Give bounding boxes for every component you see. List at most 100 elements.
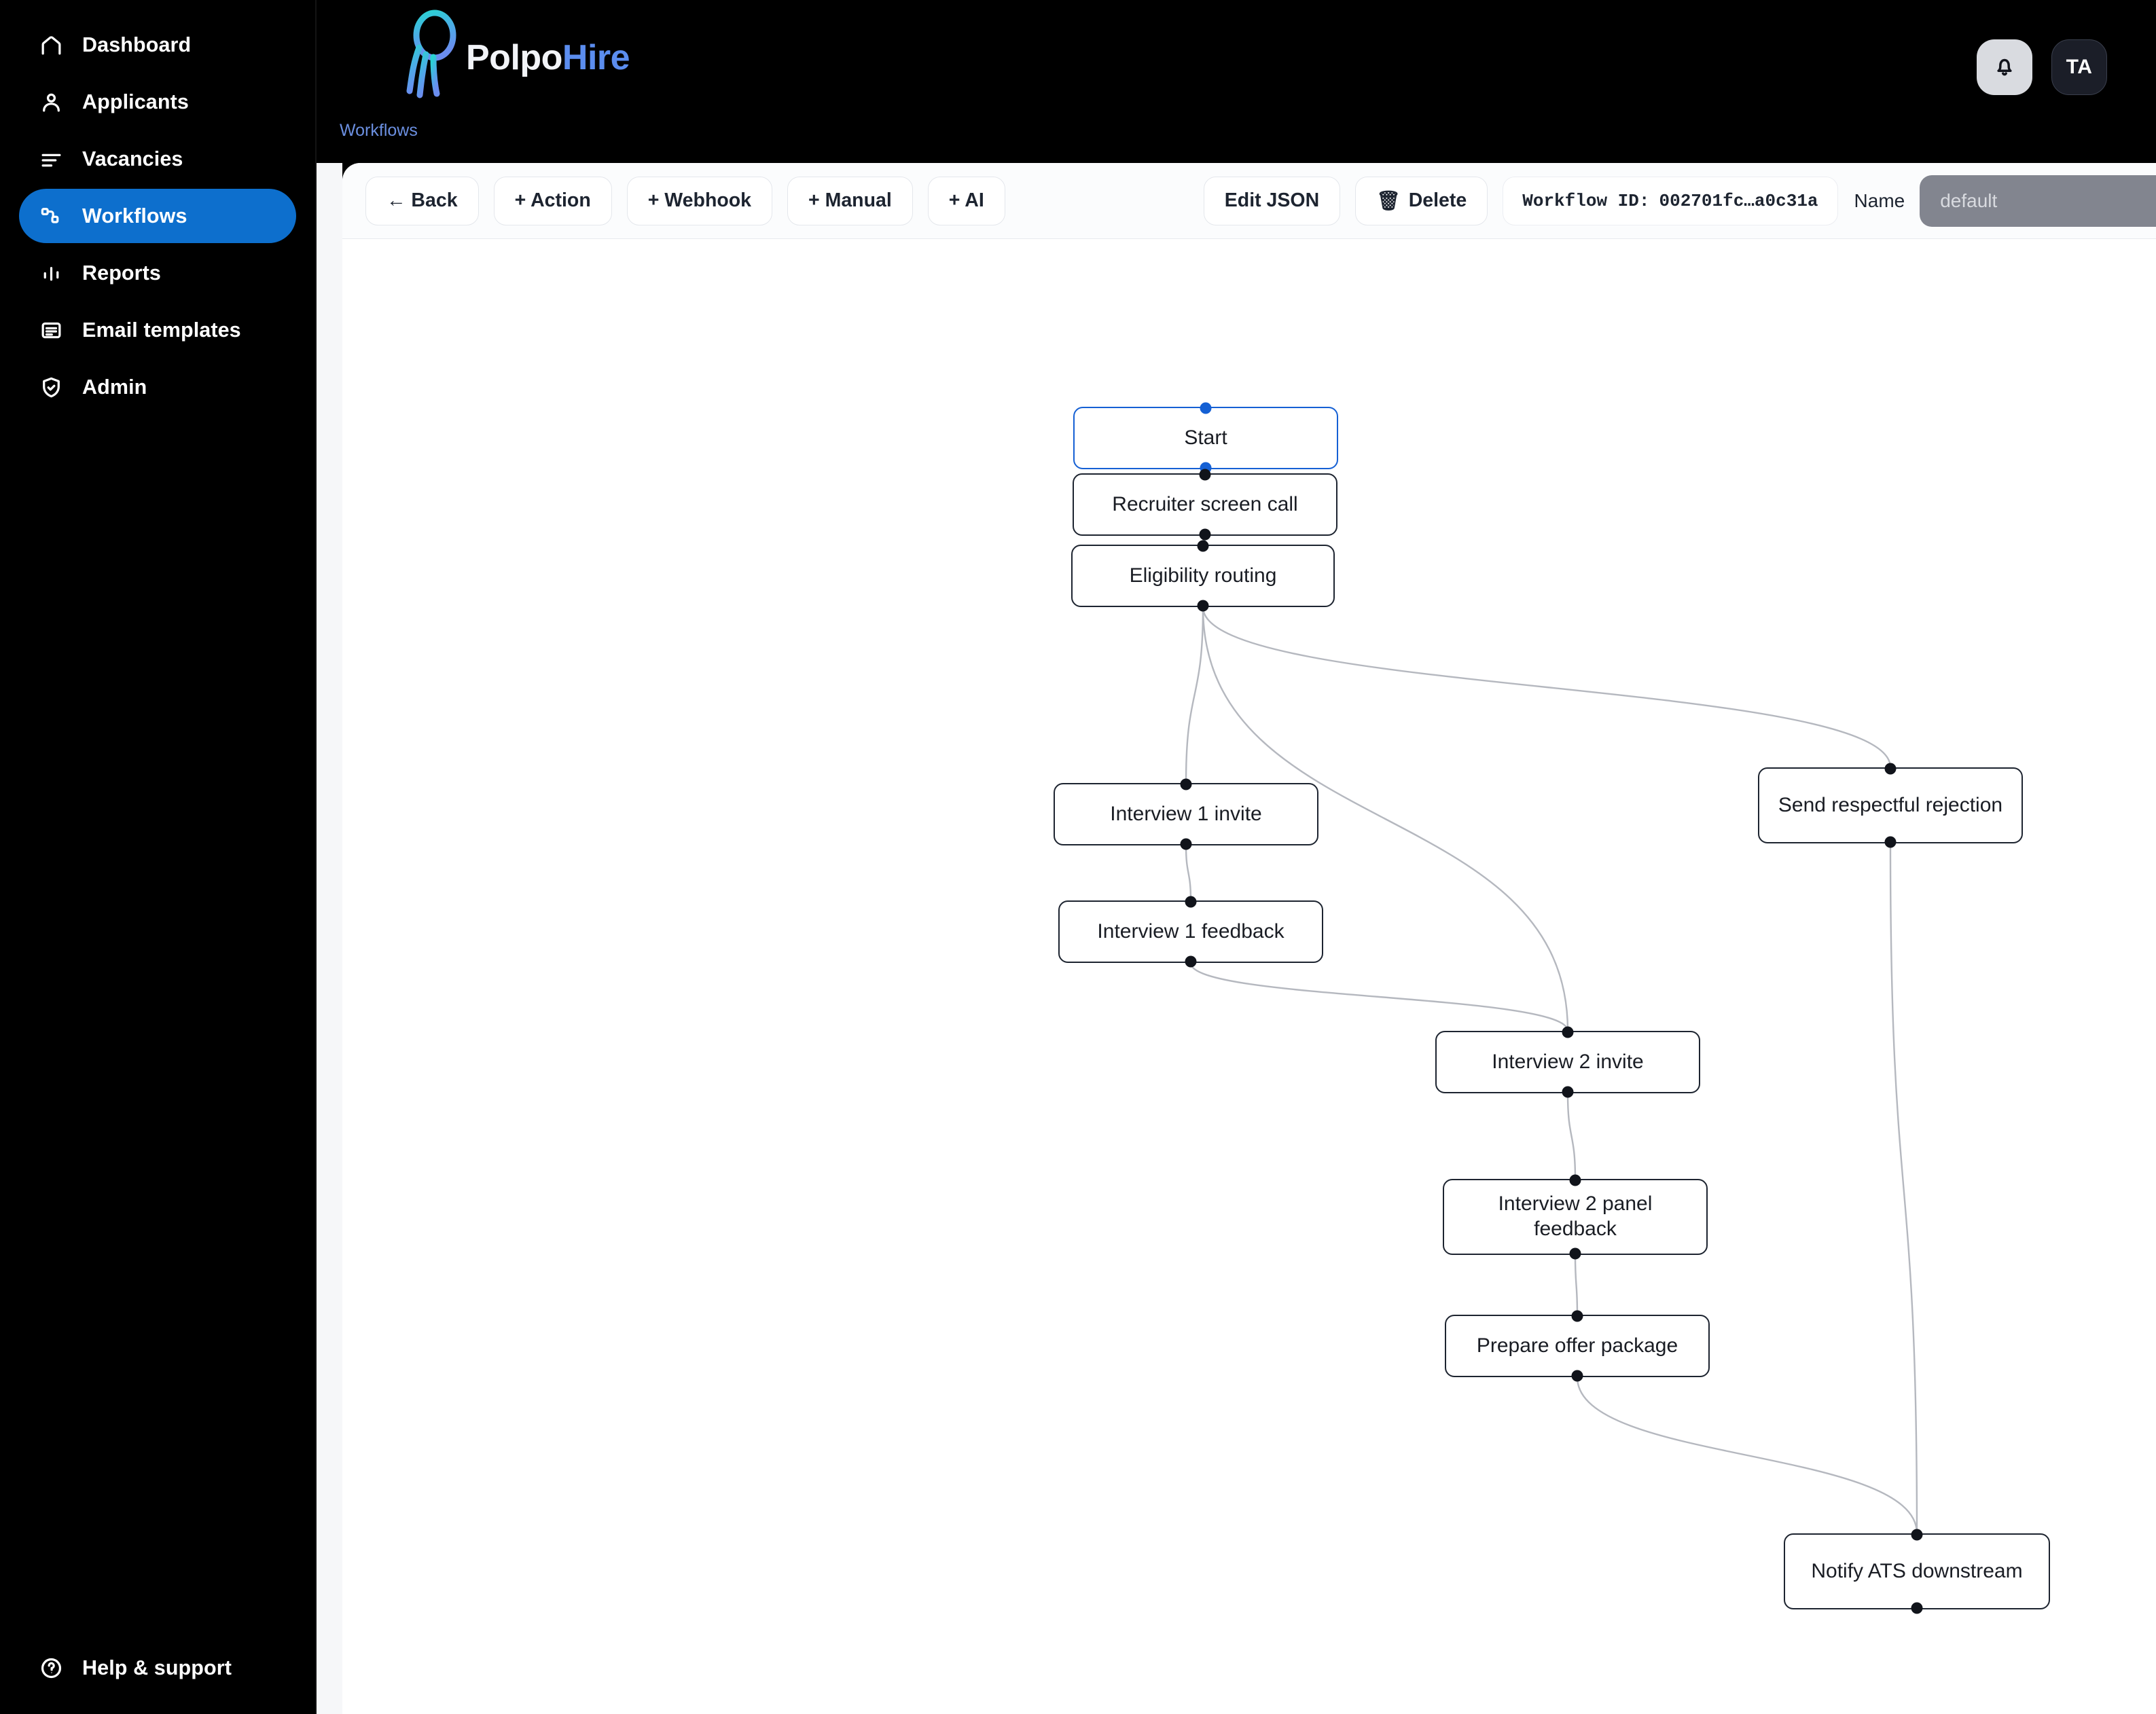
workflow-node-screen[interactable]: Recruiter screen call	[1073, 469, 1337, 541]
node-port-top[interactable]	[1185, 896, 1197, 908]
sidebar-item-email-templates[interactable]: Email templates	[19, 303, 296, 357]
node-port-top[interactable]	[1884, 763, 1897, 775]
workflow-edge-offer-to-ats	[1576, 1376, 1918, 1534]
node-port-bot[interactable]	[1562, 1086, 1574, 1098]
workflow-icon	[38, 203, 64, 229]
sidebar-item-dashboard[interactable]: Dashboard	[19, 18, 296, 72]
workflow-node-label: Recruiter screen call	[1112, 492, 1298, 515]
sidebar-item-label: Admin	[82, 375, 147, 399]
workflow-node-label: Prepare offer package	[1476, 1334, 1678, 1357]
node-port-top[interactable]	[1569, 1174, 1581, 1186]
sidebar-item-label: Dashboard	[82, 33, 192, 56]
add-webhook-button[interactable]: + Webhook	[626, 176, 773, 225]
sidebar-item-label: Email templates	[82, 318, 241, 342]
notifications-button[interactable]	[1977, 39, 2032, 95]
workflow-node-fb2[interactable]: Interview 2 panel feedback	[1443, 1174, 1708, 1260]
trash-icon: 🗑	[1376, 190, 1401, 211]
workflow-node-fb1[interactable]: Interview 1 feedback	[1058, 896, 1323, 968]
bell-icon	[1992, 53, 2017, 82]
workflow-edge-fb2-to-offer	[1574, 1254, 1579, 1315]
node-port-top[interactable]	[1571, 1310, 1583, 1322]
workflow-edge-routing-to-inv1	[1185, 606, 1204, 784]
workflow-edge-routing-to-inv2	[1202, 606, 1569, 1032]
shield-check-icon	[38, 374, 64, 400]
node-port-top[interactable]	[1197, 540, 1209, 552]
workflow-id-chip: Workflow ID: 002701fc…a0c31a	[1503, 176, 1838, 225]
add-ai-button[interactable]: + AI	[927, 176, 1005, 225]
workflow-name-input[interactable]	[1920, 175, 2156, 227]
workflow-node-inv2[interactable]: Interview 2 invite	[1435, 1026, 1700, 1098]
sidebar-item-help-support[interactable]: Help & support	[19, 1642, 251, 1694]
workflow-id-key: Workflow ID:	[1522, 190, 1650, 211]
brand-name: PolpoHire	[466, 40, 630, 75]
sidebar-item-reports[interactable]: Reports	[19, 246, 296, 300]
main-region: PolpoHire Workflows TA ← Back + Action +…	[317, 0, 2156, 1714]
header-actions: TA	[1977, 39, 2107, 95]
sidebar-item-applicants[interactable]: Applicants	[19, 75, 296, 129]
node-port-bot[interactable]	[1199, 528, 1211, 541]
section-breadcrumb: Workflows	[340, 121, 418, 140]
workflow-node-start[interactable]: Start	[1073, 402, 1338, 474]
sidebar-item-vacancies[interactable]: Vacancies	[19, 132, 296, 186]
sidebar: Dashboard Applicants Vacancies Workflows	[0, 0, 317, 1714]
workflow-node-inv1[interactable]: Interview 1 invite	[1054, 778, 1318, 850]
workflow-node-label: Notify ATS downstream	[1811, 1559, 2023, 1582]
workflow-edge-inv2-to-fb2	[1566, 1093, 1577, 1180]
workflow-node-label: Interview 1 invite	[1110, 802, 1262, 825]
node-port-bot[interactable]	[1911, 1602, 1923, 1614]
brand-name-part1: Polpo	[466, 38, 562, 77]
sidebar-item-label: Reports	[82, 261, 161, 285]
edit-json-button[interactable]: Edit JSON	[1203, 176, 1341, 225]
polpohire-octopus-icon	[398, 7, 463, 109]
add-action-button[interactable]: + Action	[493, 176, 612, 225]
workflow-edge-fb1-to-inv2	[1189, 962, 1569, 1032]
brand-name-part2: Hire	[562, 38, 630, 77]
workflow-toolbar: ← Back + Action + Webhook + Manual + AI …	[342, 163, 2156, 239]
node-port-bot[interactable]	[1180, 838, 1192, 850]
workflow-edges	[1185, 464, 1918, 1534]
node-port-bot[interactable]	[1185, 955, 1197, 968]
user-icon	[38, 89, 64, 115]
workflow-node-label: Eligibility routing	[1129, 564, 1277, 587]
node-port-bot[interactable]	[1884, 836, 1897, 848]
node-port-top[interactable]	[1200, 402, 1212, 414]
workflow-edge-reject-to-ats	[1889, 843, 1918, 1534]
sidebar-item-admin[interactable]: Admin	[19, 360, 296, 414]
workflow-node-reject[interactable]: Send respectful rejection	[1758, 763, 2023, 848]
workflow-node-ats[interactable]: Notify ATS downstream	[1784, 1529, 2050, 1614]
workflow-node-routing[interactable]: Eligibility routing	[1071, 540, 1335, 612]
node-port-top[interactable]	[1911, 1529, 1923, 1541]
sidebar-item-label: Workflows	[82, 204, 187, 227]
workflow-id-value: 002701fc…a0c31a	[1659, 190, 1818, 211]
home-icon	[38, 32, 64, 58]
workflow-name-label: Name	[1854, 189, 1905, 211]
question-circle-icon	[38, 1655, 64, 1681]
sidebar-item-label: Applicants	[82, 90, 189, 113]
node-port-top[interactable]	[1562, 1026, 1574, 1038]
mail-template-icon	[38, 317, 64, 343]
workflow-panel: ← Back + Action + Webhook + Manual + AI …	[342, 163, 2156, 1714]
brand-logo[interactable]: PolpoHire	[398, 7, 630, 109]
bar-chart-icon	[38, 260, 64, 286]
workflow-node-label: Send respectful rejection	[1778, 793, 2003, 816]
node-port-top[interactable]	[1180, 778, 1192, 790]
list-icon	[38, 146, 64, 172]
workflow-node-label: Interview 1 feedback	[1097, 919, 1284, 943]
add-manual-button[interactable]: + Manual	[787, 176, 913, 225]
node-port-bot[interactable]	[1197, 600, 1209, 612]
sidebar-nav: Dashboard Applicants Vacancies Workflows	[0, 0, 315, 414]
node-port-bot[interactable]	[1571, 1370, 1583, 1382]
app-header: PolpoHire Workflows TA	[317, 0, 2156, 163]
delete-button[interactable]: 🗑 Delete	[1355, 176, 1488, 225]
workflow-node-offer[interactable]: Prepare offer package	[1445, 1310, 1710, 1382]
avatar[interactable]: TA	[2051, 39, 2107, 95]
panel-gutter	[317, 163, 342, 1714]
back-button[interactable]: ← Back	[365, 176, 479, 225]
node-port-top[interactable]	[1199, 469, 1211, 481]
workflow-node-label: Interview 2 panel feedback	[1498, 1192, 1653, 1240]
sidebar-item-label: Vacancies	[82, 147, 183, 170]
node-port-bot[interactable]	[1569, 1247, 1581, 1260]
workflow-node-label: Interview 2 invite	[1492, 1050, 1644, 1073]
sidebar-item-workflows[interactable]: Workflows	[19, 189, 296, 243]
